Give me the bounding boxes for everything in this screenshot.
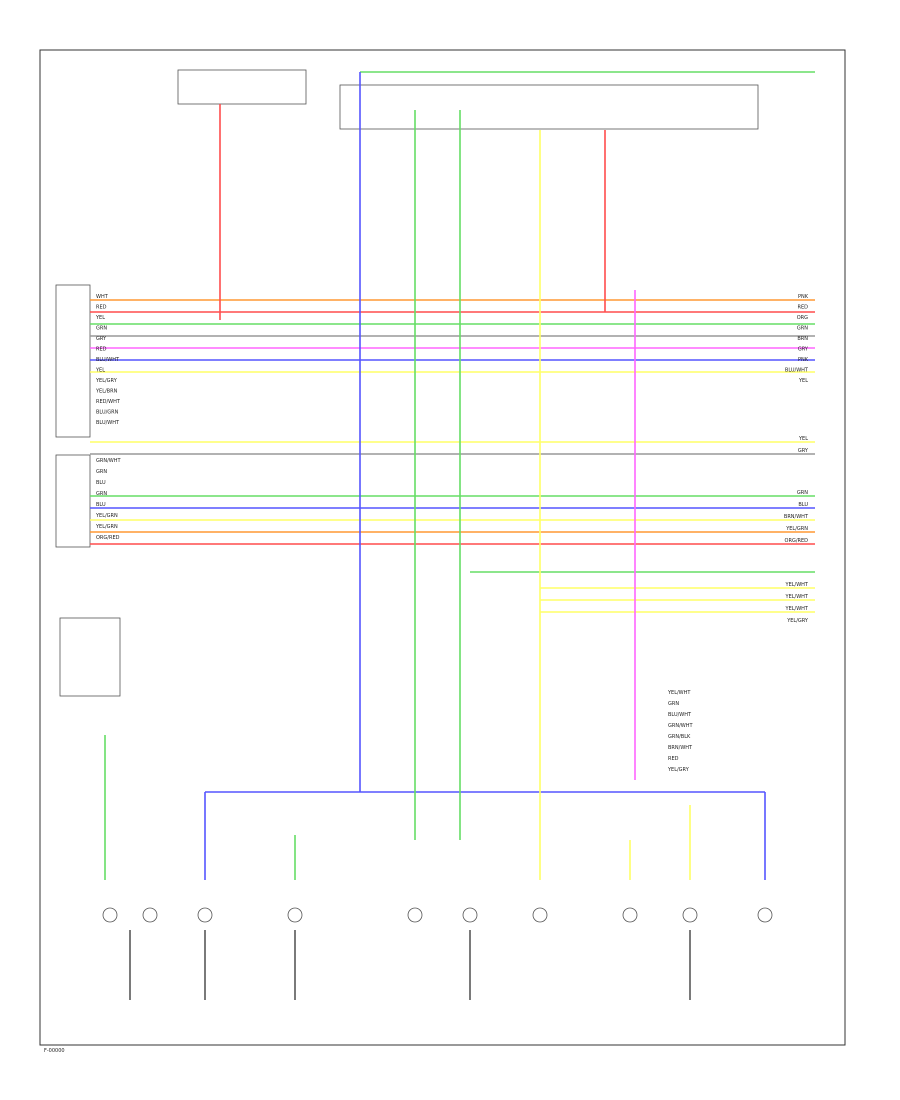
wire-label: BLU/WHT: [668, 712, 692, 718]
wire-labels-right-bottom: YEL/WHT GRN BLU/WHT GRN/WHT GRN/BLK BRN/WHT RE…: [667, 690, 693, 773]
wire-label: YEL: [798, 436, 808, 442]
footer-code: F-00000: [44, 1048, 65, 1054]
wire-label: BLU: [798, 502, 808, 508]
wire-label: GRY: [798, 347, 809, 353]
wire-label: BRN/WHT: [784, 514, 809, 520]
wire-label: GRN: [797, 326, 808, 332]
wire-label: YEL/WHT: [785, 594, 809, 600]
wire-label: BLU: [96, 502, 106, 508]
lamp-6: [462, 907, 478, 923]
wire-label: RED: [798, 305, 809, 311]
wire-label: YEL/WHT: [785, 606, 809, 612]
wire-label: YEL/WHT: [667, 690, 691, 696]
lamp-3: [197, 907, 213, 923]
wire-label: GRY: [96, 336, 107, 342]
wire-label: PNK: [798, 294, 809, 300]
wire-label: GRN: [797, 490, 808, 496]
wire-label: YEL/GRY: [667, 767, 690, 773]
wire-label: ORG/RED: [96, 535, 120, 541]
lamp-4: [287, 907, 303, 923]
wire-label: YEL/GRN: [785, 526, 808, 532]
wire-label: BLU/WHT: [785, 368, 809, 374]
wire-label: WHT: [96, 294, 109, 300]
wire-label: GRN/WHT: [96, 458, 121, 464]
wire-label: ORG: [797, 315, 808, 321]
wire-labels-right-lower: GRN BLU BRN/WHT YEL/GRN ORG/RED: [784, 490, 809, 544]
wire-label: BLU/WHT: [96, 357, 120, 363]
wire-labels-left-lower: GRN/WHT GRN BLU GRN BLU YEL/GRN YEL/GRN ORG/RED: [95, 458, 121, 541]
lamp-10: [757, 907, 773, 923]
wire-labels-right-mid: YEL GRY: [798, 436, 809, 454]
ground-wires: [129, 930, 691, 1000]
lamp-5: [407, 907, 423, 923]
wire-labels-right-module: YEL/WHT YEL/WHT YEL/WHT YEL/GRY: [785, 582, 809, 624]
wire-label: GRN: [96, 326, 107, 332]
wire-label: BLU/WHT: [96, 420, 120, 426]
wire-label: GRN: [668, 701, 679, 707]
wire-label: RED/WHT: [96, 399, 121, 405]
wire-label: RED: [96, 347, 107, 353]
lamp-1: [102, 907, 118, 923]
wire-label: YEL/BRN: [95, 389, 118, 395]
wire-label: GRN: [96, 491, 107, 497]
wire-label: PNK: [798, 357, 809, 363]
wire-label: RED: [96, 305, 107, 311]
module-left-upper: [55, 284, 91, 438]
module-left-lower: [55, 454, 91, 548]
wire-label: YEL/GRY: [786, 618, 809, 624]
wire-label: YEL: [95, 368, 105, 374]
lamp-8: [622, 907, 638, 923]
wire-label: GRN: [96, 469, 107, 475]
wire-label: YEL/WHT: [785, 582, 809, 588]
wire-label: ORG/RED: [785, 538, 809, 544]
wire-label: YEL/GRN: [95, 513, 118, 519]
wire-label: BLU: [96, 480, 106, 486]
vertical-wires: [104, 72, 766, 880]
switch-box-left: [59, 617, 121, 697]
diagram-frame: [39, 49, 846, 1046]
wire-label: BRN: [797, 336, 808, 342]
wire-label: GRN/WHT: [668, 723, 693, 729]
wire-label: BLU/GRN: [96, 410, 119, 416]
wire-labels-left-module: WHT RED YEL GRN GRY RED BLU/WHT YEL YEL/GRY YEL/B…: [95, 294, 121, 426]
wire-label: YEL: [798, 378, 808, 384]
wire-label: BRN/WHT: [668, 745, 693, 751]
lamp-9: [682, 907, 698, 923]
fuse-box-left: [177, 69, 307, 105]
wire-label: GRN/BLK: [668, 734, 691, 740]
wire-label: YEL: [95, 315, 105, 321]
wire-label: RED: [668, 756, 679, 762]
fuse-box-right: [339, 84, 759, 130]
lamp-2: [142, 907, 158, 923]
lamps: [102, 907, 773, 923]
lamp-7: [532, 907, 548, 923]
wire-label: YEL/GRN: [95, 524, 118, 530]
wire-label: YEL/GRY: [95, 378, 118, 384]
wire-label: GRY: [798, 448, 809, 454]
main-bus: [90, 71, 815, 793]
wire-labels-right-upper: PNK RED ORG GRN BRN GRY PNK BLU/WHT YEL: [785, 294, 809, 384]
